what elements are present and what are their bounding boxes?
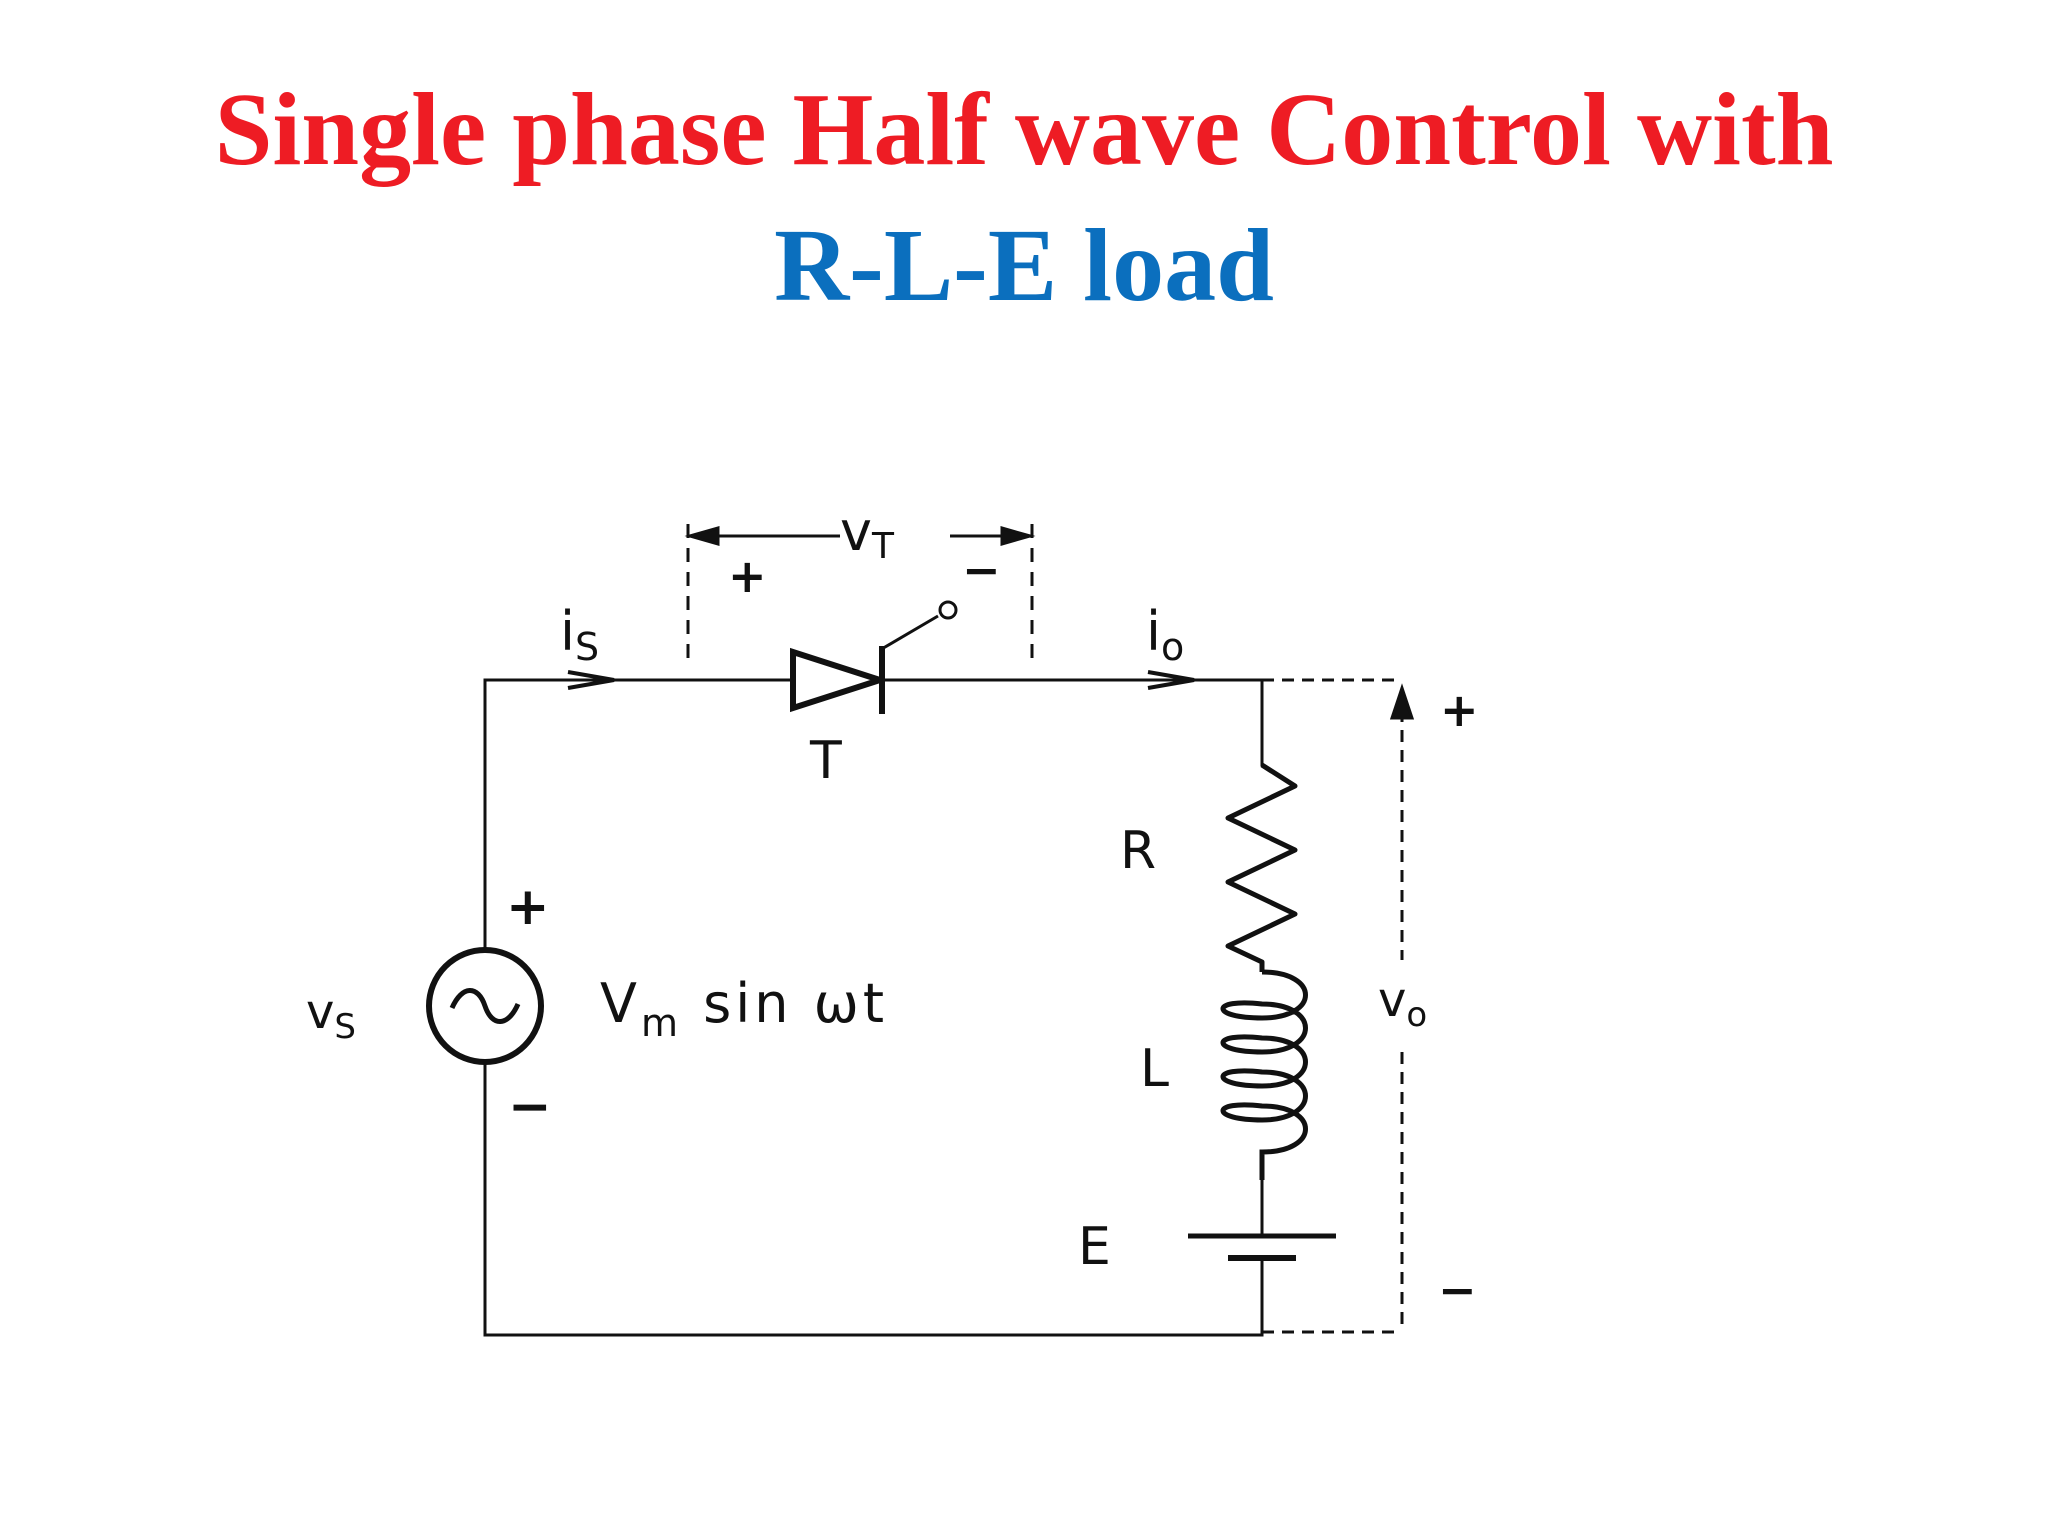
- resistor-label: R: [1120, 821, 1156, 881]
- battery: [1188, 1180, 1336, 1335]
- thyristor-label: T: [809, 731, 842, 791]
- output-voltage-plus: +: [1440, 683, 1479, 737]
- resistor: [1225, 762, 1298, 972]
- thyristor-voltage-bracket: [684, 524, 1036, 668]
- thyristor-voltage-plus: +: [728, 549, 767, 603]
- thyristor-voltage-label: vT: [840, 500, 895, 567]
- slide-title: Single phase Half wave Control with R-L-…: [0, 62, 2048, 334]
- arrow-up-icon: [1389, 683, 1415, 720]
- thyristor: [790, 600, 958, 714]
- battery-label: E: [1078, 1217, 1111, 1277]
- source-label: vS: [306, 984, 356, 1047]
- inductor: [1220, 969, 1308, 1180]
- title-line-2: R-L-E load: [774, 208, 1274, 323]
- ac-source: [426, 947, 544, 1065]
- source-plus: +: [506, 877, 550, 937]
- title-line-1: Single phase Half wave Control with: [214, 72, 1834, 187]
- thyristor-voltage-minus: −: [962, 543, 1001, 597]
- gate-lead: [879, 614, 939, 652]
- arrow-right-icon: [1000, 526, 1036, 546]
- source-expression: Vm sin ωt: [600, 972, 888, 1045]
- source-minus: −: [508, 1077, 552, 1137]
- source-current-arrow-icon: [567, 670, 615, 690]
- load-current-arrow-icon: [1147, 670, 1195, 690]
- sine-wave-icon: [449, 988, 521, 1024]
- output-voltage-minus: −: [1438, 1263, 1477, 1317]
- output-voltage-measure: [1262, 678, 1415, 1334]
- load-current-label: io: [1146, 600, 1184, 669]
- inductor-label: L: [1140, 1039, 1169, 1099]
- arrow-left-icon: [684, 526, 720, 546]
- output-voltage-label: vo: [1378, 972, 1427, 1035]
- source-current-label: iS: [560, 600, 599, 669]
- gate-terminal: [938, 600, 958, 620]
